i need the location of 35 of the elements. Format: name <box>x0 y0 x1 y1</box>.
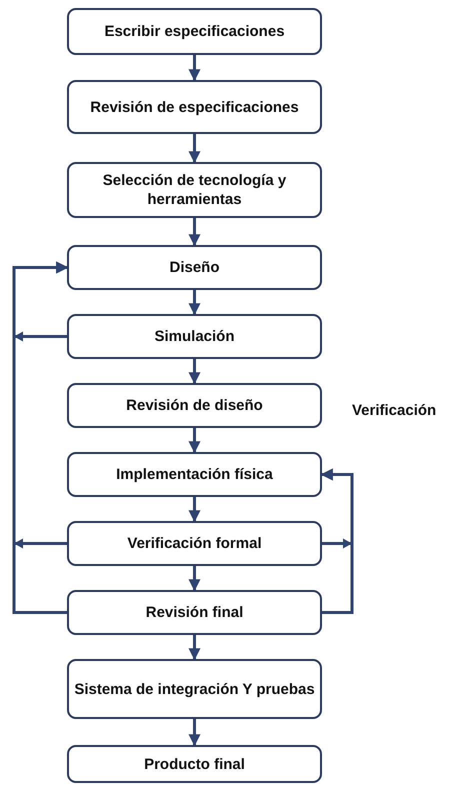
step-label: Escribir especificaciones <box>104 22 285 41</box>
process-box <box>67 452 322 497</box>
arrow <box>188 719 200 746</box>
loop-label: Verificación <box>352 402 436 419</box>
step-label: Revisión final <box>146 603 244 622</box>
arrow <box>188 218 200 246</box>
process-box <box>67 521 322 566</box>
arrow <box>188 428 200 454</box>
arrow <box>320 468 354 614</box>
process-box <box>67 245 322 290</box>
arrow <box>188 134 200 164</box>
step-label: Selección de tecnología y herramientas <box>102 171 288 209</box>
arrow <box>188 566 200 592</box>
process-box <box>67 590 322 635</box>
step-label: Sistema de integración Y pruebas <box>74 680 315 698</box>
process-box <box>67 162 322 218</box>
process-box <box>67 745 322 783</box>
step-label: Producto final <box>144 754 245 774</box>
arrow <box>188 497 200 522</box>
process-box <box>67 383 322 428</box>
arrow <box>188 55 200 82</box>
arrow <box>188 635 200 660</box>
step-label: Verificación formal <box>127 534 262 553</box>
process-box <box>67 314 322 359</box>
arrow <box>188 290 200 316</box>
step-label: Implementación física <box>116 465 273 484</box>
process-box <box>67 659 322 719</box>
step-label: Revisión de especificaciones <box>90 98 299 116</box>
step-label: Diseño <box>169 258 220 277</box>
step-label: Simulación <box>154 327 235 346</box>
arrow <box>188 359 200 384</box>
step-label: Revisión de diseño <box>126 396 263 415</box>
arrow <box>12 262 68 614</box>
process-box <box>67 8 322 55</box>
process-box <box>67 80 322 134</box>
